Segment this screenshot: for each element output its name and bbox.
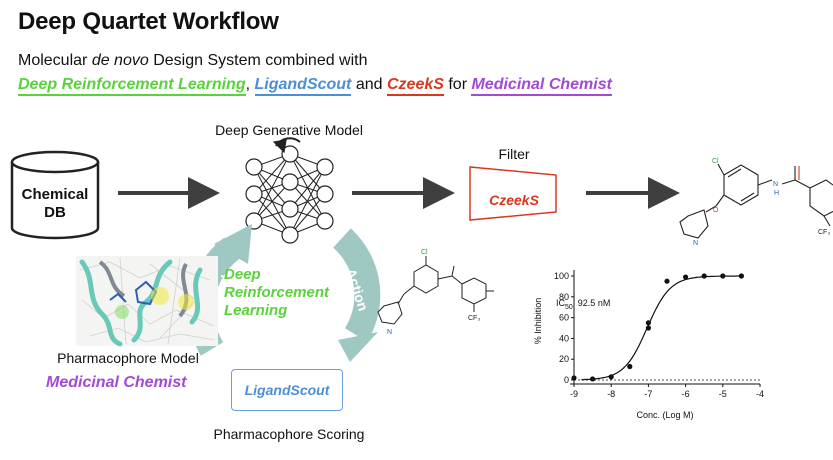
chart-xtick-label: -7 (644, 389, 652, 399)
czeeks-label: CzeekS (489, 192, 539, 208)
chart-point (683, 274, 689, 280)
generated-molecule-labels: Cl N CF₃ (387, 249, 480, 336)
action-arrow (332, 228, 381, 342)
tools-and: and (351, 76, 387, 93)
generated-molecule-structure (377, 256, 494, 325)
dose-response-chart: 0 20 40 60 80 100 -9 -8 -7 -6 -5 -4 IC50: 92.5 nM C… (533, 270, 764, 420)
chart-annotation-suffix: : 92.5 nM (573, 298, 611, 308)
subtitle-italic: de novo (91, 52, 149, 69)
drl-line2: Reinforcement (224, 284, 330, 301)
page-title: Deep Quartet Workflow (18, 8, 279, 35)
chart-point (645, 325, 651, 331)
drl-line1: Deep (224, 266, 261, 283)
chart-point (571, 375, 577, 381)
chart-xlabel: Conc. (Log M) (636, 410, 693, 420)
ligandscout-highlight: LigandScout (254, 76, 352, 96)
chemical-db-label: Chemical DB (12, 186, 98, 222)
chart-ytick-label: 20 (559, 354, 569, 364)
chart-point (701, 273, 707, 279)
pharmacophore-scoring-label: Pharmacophore Scoring (213, 426, 365, 442)
chart-point (720, 273, 726, 279)
chart-point (738, 273, 744, 279)
filter-shape (469, 166, 557, 221)
chart-xtick-label: -8 (607, 389, 615, 399)
chart-xtick-label: -5 (719, 389, 727, 399)
chart-ytick-label: 80 (559, 292, 569, 302)
action-arrowhead (338, 332, 378, 362)
mol-n-amide: N (773, 181, 778, 188)
mol2-cl: Cl (421, 249, 428, 256)
filtered-molecule-structure (679, 163, 833, 239)
pharmacophore-protein-image (76, 256, 218, 347)
database-icon (10, 150, 100, 240)
ligandscout-box: LigandScout (231, 369, 343, 411)
chart-ytick-label: 60 (559, 313, 569, 323)
chart-fit-path (581, 275, 742, 381)
pharmacophore-model-label: Pharmacophore Model (57, 350, 199, 366)
subtitle-prefix: Molecular (18, 52, 92, 69)
chart-point (664, 278, 670, 284)
chart-ytick-label: 100 (554, 271, 569, 281)
chart-xtick-label: -6 (682, 389, 690, 399)
chart-xtick-label: -9 (570, 389, 578, 399)
tools-for: for (443, 76, 472, 93)
subtitle: Molecular de novo Design System combined… (18, 52, 368, 70)
medicinal-chemist-label: Medicinal Chemist (46, 374, 187, 391)
chart-annotation-prefix: IC (556, 298, 566, 308)
mol-cf3: CF₃ (818, 229, 830, 236)
chart-point (627, 363, 633, 370)
deep-generative-model-label: Deep Generative Model (215, 122, 363, 138)
chart-fit-curve (581, 275, 742, 381)
czeeks-highlight: CzeekS (386, 76, 444, 96)
chart-point (608, 374, 614, 380)
chart-annotation: IC50: 92.5 nM (556, 298, 610, 311)
reward-arrowhead (214, 224, 252, 264)
subtitle-suffix: Design System combined with (148, 52, 368, 69)
db-label-line2: DB (44, 204, 66, 221)
drl-line3: Learning (224, 302, 288, 319)
chart-xtick-label: -4 (756, 389, 764, 399)
chart-ylabel: % Inhibition (533, 298, 543, 345)
chart-point (645, 320, 651, 326)
chart-axes: 0 20 40 60 80 100 -9 -8 -7 -6 -5 -4 (554, 270, 764, 399)
neural-network-icon (245, 137, 334, 244)
mol-o: O (713, 207, 719, 214)
filtered-molecule-labels: Cl O N H N CF₃ (693, 158, 830, 247)
chart-ytick-label: 0 (564, 375, 569, 385)
drl-label: Deep Reinforcement Learning (224, 266, 350, 320)
chart-point (590, 376, 596, 382)
tools-line: Deep Reinforcement Learning, LigandScout… (18, 76, 612, 96)
mol-n-pyridine: N (693, 240, 698, 247)
db-label-line1: Chemical (21, 186, 89, 203)
filter-label: Filter (498, 146, 530, 162)
chart-annotation-sub: 50 (565, 304, 573, 311)
ligandscout-label: LigandScout (244, 382, 330, 398)
medchem-highlight: Medicinal Chemist (471, 76, 612, 96)
tools-sep: , (245, 76, 255, 93)
mol2-n: N (387, 329, 392, 336)
chart-ytick-label: 40 (559, 333, 569, 343)
chart-points (571, 273, 744, 382)
mol-cl: Cl (712, 158, 719, 165)
drl-highlight: Deep Reinforcement Learning (18, 76, 246, 96)
mol-h: H (774, 190, 779, 197)
mol2-cf3: CF₃ (468, 315, 480, 322)
